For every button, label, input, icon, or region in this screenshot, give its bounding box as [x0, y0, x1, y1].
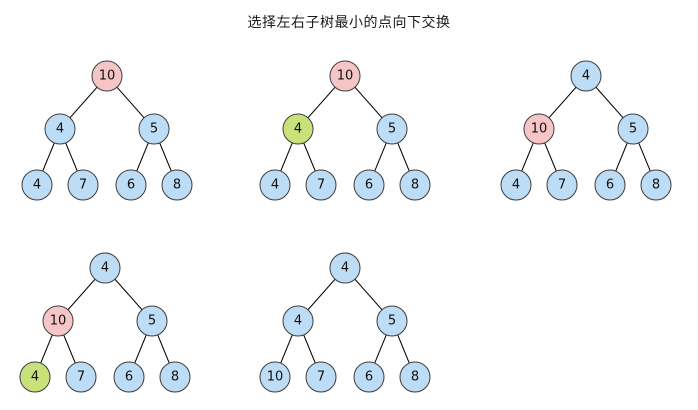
- tree-node-value: 4: [512, 178, 520, 193]
- tree-node-value: 5: [150, 122, 158, 137]
- tree-node-value: 7: [558, 178, 566, 193]
- tree-node-value: 8: [652, 178, 660, 193]
- tree-node-value: 10: [50, 314, 67, 329]
- tree-node-circle: [89, 252, 121, 284]
- tree-node-circle: [159, 361, 191, 393]
- tree-node-value: 7: [317, 370, 325, 385]
- tree-node-value: 4: [31, 370, 39, 385]
- tree-step-2: 10 4 5 4 7 6 8: [259, 60, 431, 201]
- tree-node-value: 4: [294, 314, 302, 329]
- tree-step-1: 10 4 5 4 7 6 8: [21, 60, 193, 201]
- tree-node-circle: [259, 169, 291, 201]
- tree-node-circle: [282, 305, 314, 337]
- tree-node-value: 4: [56, 122, 64, 137]
- tree-step-3: 4 10 5 4 7 6 8: [500, 60, 672, 201]
- tree-node-circle: [91, 60, 123, 92]
- tree-node-value: 8: [171, 370, 179, 385]
- tree-node-value: 10: [267, 370, 284, 385]
- tree-node-value: 5: [388, 314, 396, 329]
- tree-node-value: 5: [388, 122, 396, 137]
- tree-node-circle: [500, 169, 532, 201]
- tree-node-value: 8: [411, 370, 419, 385]
- tree-node-circle: [305, 361, 337, 393]
- tree-node-circle: [136, 305, 168, 337]
- tree-step-4: 4 10 5 4 7 6 8: [19, 252, 191, 393]
- tree-node-circle: [617, 113, 649, 145]
- tree-node-value: 4: [582, 69, 590, 84]
- tree-node-circle: [640, 169, 672, 201]
- tree-node-value: 8: [173, 178, 181, 193]
- tree-node-value: 6: [606, 178, 614, 193]
- tree-node-value: 7: [79, 178, 87, 193]
- tree-node-circle: [376, 113, 408, 145]
- tree-node-circle: [594, 169, 626, 201]
- tree-node-circle: [376, 305, 408, 337]
- tree-node-circle: [161, 169, 193, 201]
- tree-node-circle: [259, 361, 291, 393]
- tree-node-value: 4: [33, 178, 41, 193]
- tree-node-circle: [19, 361, 51, 393]
- tree-node-circle: [399, 169, 431, 201]
- tree-step-5: 4 4 5 10 7 6 8: [259, 252, 431, 393]
- tree-node-circle: [115, 169, 147, 201]
- tree-node-value: 10: [531, 122, 548, 137]
- tree-node-value: 6: [127, 178, 135, 193]
- tree-node-circle: [353, 361, 385, 393]
- tree-node-value: 7: [77, 370, 85, 385]
- tree-node-value: 7: [317, 178, 325, 193]
- tree-node-value: 5: [148, 314, 156, 329]
- tree-node-circle: [570, 60, 602, 92]
- tree-node-circle: [67, 169, 99, 201]
- tree-node-value: 4: [341, 261, 349, 276]
- tree-node-value: 10: [99, 69, 116, 84]
- tree-node-value: 8: [411, 178, 419, 193]
- tree-node-circle: [138, 113, 170, 145]
- tree-node-circle: [329, 60, 361, 92]
- tree-node-value: 10: [337, 69, 354, 84]
- tree-node-value: 6: [125, 370, 133, 385]
- tree-node-value: 5: [629, 122, 637, 137]
- tree-node-circle: [546, 169, 578, 201]
- tree-node-circle: [353, 169, 385, 201]
- tree-node-circle: [113, 361, 145, 393]
- tree-node-circle: [21, 169, 53, 201]
- tree-node-value: 4: [294, 122, 302, 137]
- tree-node-circle: [44, 113, 76, 145]
- tree-node-circle: [523, 113, 555, 145]
- diagram-title: 选择左右子树最小的点向下交换: [247, 15, 451, 31]
- tree-node-circle: [42, 305, 74, 337]
- tree-node-circle: [282, 113, 314, 145]
- tree-node-circle: [399, 361, 431, 393]
- tree-node-circle: [305, 169, 337, 201]
- tree-node-value: 6: [365, 178, 373, 193]
- tree-node-circle: [329, 252, 361, 284]
- tree-node-circle: [65, 361, 97, 393]
- tree-node-value: 4: [271, 178, 279, 193]
- tree-node-value: 4: [101, 261, 109, 276]
- tree-node-value: 6: [365, 370, 373, 385]
